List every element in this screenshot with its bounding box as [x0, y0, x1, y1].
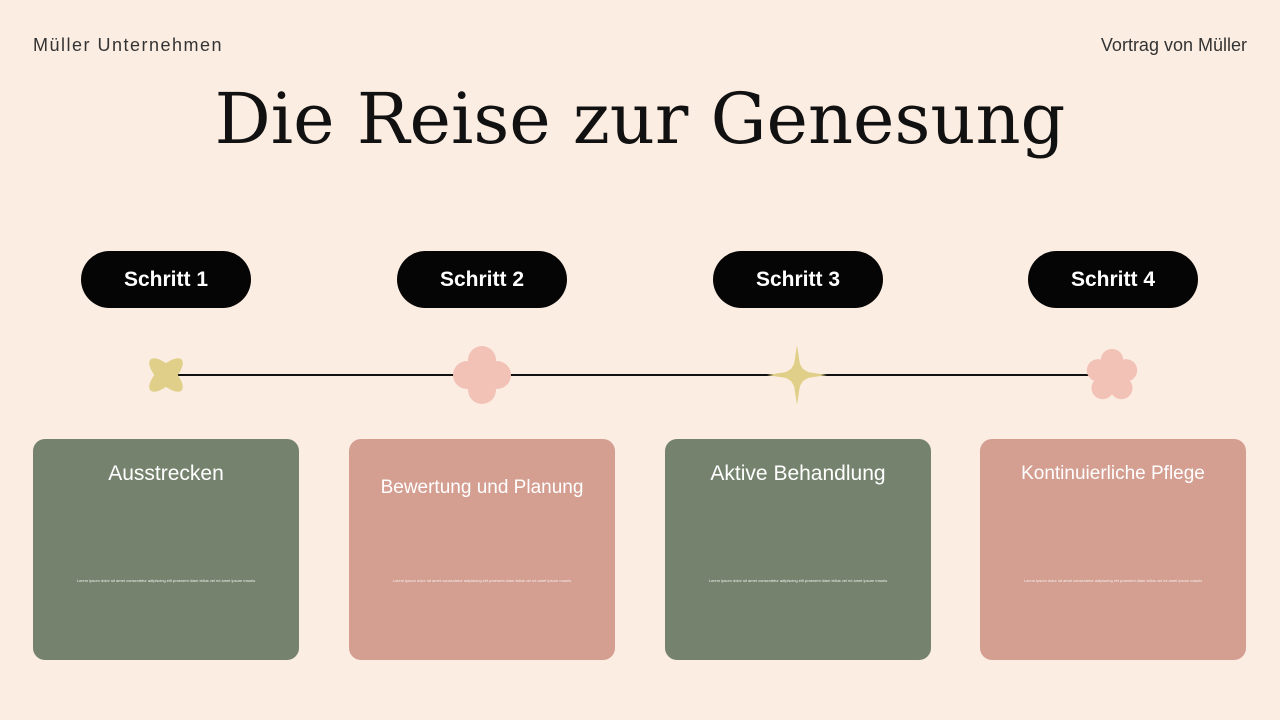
card-body-text: Lorem ipsum dolor sit amet consectetur a… [392, 578, 572, 583]
card-title: Bewertung und Planung [380, 477, 584, 498]
step-2-card: Bewertung und Planung Lorem ipsum dolor … [349, 439, 615, 660]
card-body-text: Lorem ipsum dolor sit amet consectetur a… [708, 578, 888, 583]
four-point-star-icon [767, 345, 827, 405]
cloud-flower-icon [453, 346, 511, 404]
step-3-card: Aktive Behandlung Lorem ipsum dolor sit … [665, 439, 931, 660]
card-title: Aktive Behandlung [710, 462, 886, 485]
card-title: Ausstrecken [108, 462, 224, 485]
company-name: Müller Unternehmen [33, 35, 224, 55]
presenter-name: Vortrag von Müller [1100, 35, 1247, 55]
page-title: Die Reise zur Genesung [214, 78, 1066, 160]
timeline-line [166, 374, 1114, 376]
four-petal-flower-icon [149, 358, 183, 392]
step-2-pill: Schritt 2 [397, 251, 567, 308]
flower-icon [1086, 348, 1138, 400]
step-4-card: Kontinuierliche Pflege Lorem ipsum dolor… [980, 439, 1246, 660]
step-3-pill: Schritt 3 [713, 251, 883, 308]
card-title: Kontinuierliche Pflege [1021, 463, 1205, 484]
step-1-pill: Schritt 1 [81, 251, 251, 308]
step-1-card: Ausstrecken Lorem ipsum dolor sit amet c… [33, 439, 299, 660]
card-body-text: Lorem ipsum dolor sit amet consectetur a… [1023, 578, 1203, 583]
card-body-text: Lorem ipsum dolor sit amet consectetur a… [76, 578, 256, 583]
step-4-pill: Schritt 4 [1028, 251, 1198, 308]
